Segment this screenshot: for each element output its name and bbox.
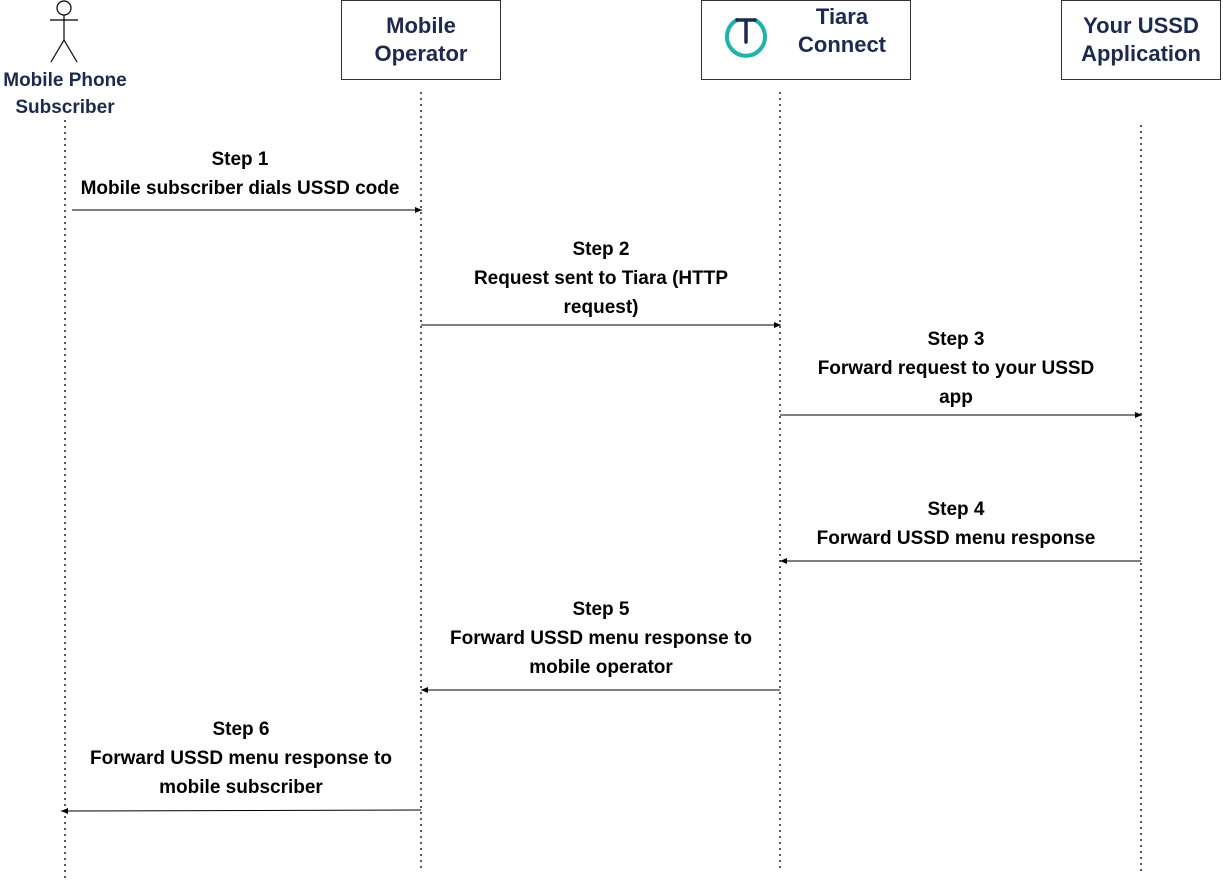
actor-subscriber-label: Mobile Phone Subscriber — [0, 67, 136, 121]
step-1-text-line1: Mobile subscriber dials USSD code — [80, 178, 400, 199]
step-5-text-line2: mobile operator — [529, 657, 673, 678]
participant-mobile-operator: Mobile Operator — [341, 0, 501, 80]
step-4-text-line1: Forward USSD menu response — [816, 528, 1096, 549]
step-2-text-line1: Request sent to Tiara (HTTP — [473, 268, 729, 289]
step-1-title: Step 1 — [211, 149, 269, 170]
step-2-label: Step 2 Request sent to Tiara (HTTP reque… — [431, 235, 771, 322]
step-4-label: Step 4 Forward USSD menu response — [786, 495, 1126, 553]
actor-subscriber-label-line2: Subscriber — [15, 97, 115, 118]
step-2-title: Step 2 — [572, 239, 630, 260]
step-2-text-line2: request) — [563, 297, 639, 318]
step-5-label: Step 5 Forward USSD menu response to mob… — [426, 595, 776, 682]
step-3-title: Step 3 — [927, 329, 985, 350]
step-3-label: Step 3 Forward request to your USSD app — [786, 325, 1126, 412]
participant-mobile-operator-line2: Operator — [374, 41, 468, 66]
participant-ussd-application-line1: Your USSD — [1083, 13, 1199, 38]
step-4-title: Step 4 — [927, 499, 985, 520]
step-6-text-line2: mobile subscriber — [159, 777, 323, 798]
step-6-label: Step 6 Forward USSD menu response to mob… — [66, 715, 416, 802]
step-3-text-line1: Forward request to your USSD — [817, 358, 1095, 379]
step-6-text-line1: Forward USSD menu response to — [90, 748, 392, 769]
step-3-text-line2: app — [939, 387, 973, 408]
participant-tiara-connect: Tiara Connect — [701, 0, 911, 80]
step-6-title: Step 6 — [212, 719, 270, 740]
participant-mobile-operator-line1: Mobile — [386, 13, 456, 38]
participant-ussd-application: Your USSD Application — [1061, 0, 1221, 80]
step-5-title: Step 5 — [572, 599, 630, 620]
participant-ussd-application-line2: Application — [1081, 41, 1201, 66]
participant-tiara-connect-line2: Connect — [798, 32, 886, 57]
actor-stick-figure-icon — [50, 0, 78, 63]
step-5-text-line1: Forward USSD menu response to — [450, 628, 752, 649]
tiara-logo-icon — [725, 18, 767, 58]
actor-subscriber-label-line1: Mobile Phone — [3, 70, 127, 91]
step-6-arrow — [60, 807, 422, 814]
step-1-label: Step 1 Mobile subscriber dials USSD code — [40, 145, 440, 203]
participant-tiara-connect-line1: Tiara — [815, 4, 869, 29]
